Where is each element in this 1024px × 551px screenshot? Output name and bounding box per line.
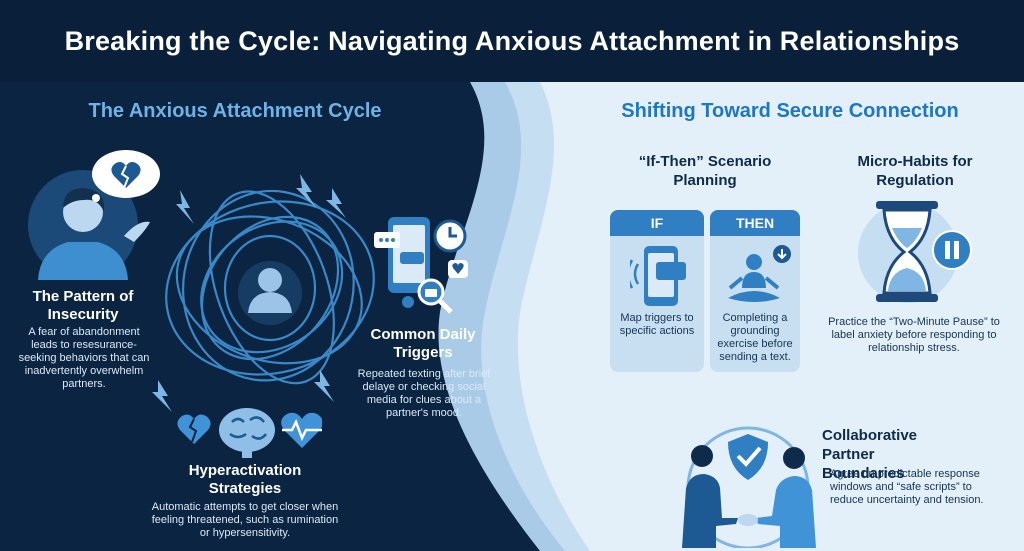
phone-icon: [374, 217, 468, 308]
insecurity-heading: The Pattern of Insecurity: [32, 288, 134, 323]
shield-check-icon: [728, 434, 768, 480]
meditating-person-icon: [728, 245, 791, 302]
triggers-heading: Common Daily Triggers: [370, 326, 476, 361]
right-section-title: Shifting Toward Secure Connection: [621, 100, 959, 122]
title-bar: Breaking the Cycle: Navigating Anxious A…: [0, 0, 1024, 82]
then-card: THEN Completing a grounding exercise bef…: [710, 210, 800, 372]
clock-icon: [433, 219, 467, 253]
hyperactivation-text: Automatic attempts to get closer when fe…: [151, 501, 339, 539]
micro-heading: Micro-Habits for Regulation: [857, 153, 973, 189]
broken-heart-icon: [92, 150, 160, 202]
then-label: THEN: [710, 210, 800, 236]
magnifier-icon: [417, 278, 453, 314]
phone-message-icon: [630, 246, 686, 306]
micro-text: Practice the “Two-Minute Pause” to label…: [828, 316, 1000, 354]
swirl-icon: [165, 189, 375, 385]
if-text: Map triggers to specific actions: [619, 312, 695, 337]
lightning-icon: [152, 174, 346, 412]
insecurity-text: A fear of abandonment leads to resesuran…: [18, 326, 150, 390]
hourglass-icon: [858, 201, 972, 303]
heartbeat-icon: [281, 412, 322, 448]
triggers-text: Repeated texting after brief delaye or c…: [357, 368, 491, 419]
hyperactivation-heading: Hyperactivation Strategies: [188, 462, 302, 497]
if-card: IF Map triggers to specific actions: [610, 210, 704, 372]
person-worried-icon: [28, 170, 150, 280]
if-then-heading: “If-Then” Scenario Planning: [638, 153, 772, 189]
boundaries-text: Agree on predictable response windows an…: [830, 468, 984, 506]
if-label: IF: [610, 210, 704, 236]
handshake-icon: [682, 426, 816, 548]
pause-icon: [932, 230, 972, 270]
page-title: Breaking the Cycle: Navigating Anxious A…: [64, 25, 960, 56]
hyperactivation-icons: [177, 408, 322, 458]
left-section-title: The Anxious Attachment Cycle: [88, 100, 382, 122]
brain-icon: [219, 408, 275, 458]
then-text: Completing a grounding exercise before s…: [717, 312, 793, 363]
boundaries-heading: Collaborative Partner Boundaries: [822, 427, 918, 482]
broken-heart-small-icon: [177, 414, 211, 444]
